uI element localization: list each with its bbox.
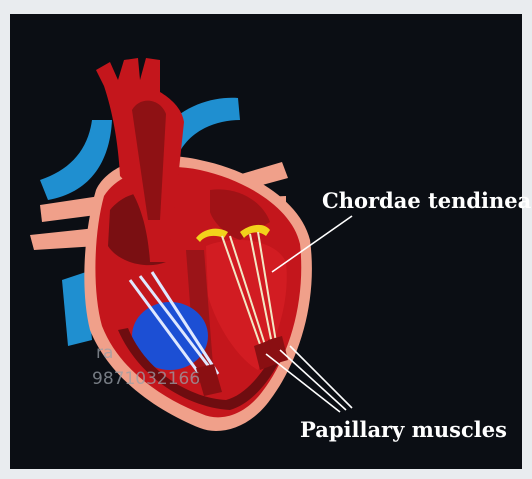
watermark-line-2: 9871032166: [92, 369, 200, 389]
label-chordae-tendineae: Chordae tendineae: [322, 188, 532, 213]
label-papillary-muscles: Papillary muscles: [300, 417, 507, 442]
watermark-line-1: ra: [96, 343, 113, 363]
